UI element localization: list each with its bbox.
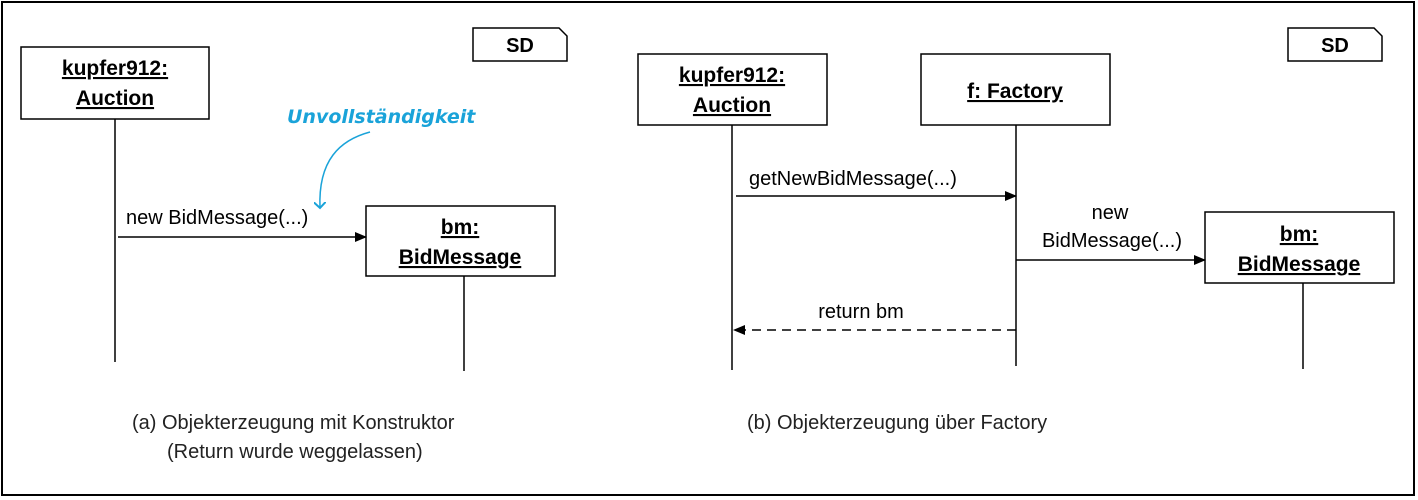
object-auction-b-name: kupfer912: [679,64,785,87]
object-bidmessage-b: bm: BidMessage [1204,211,1395,284]
sd-frame-tag-b: SD [1287,27,1383,62]
caption-a-line1: (a) Objekterzeugung mit Konstruktor [132,412,455,434]
object-bidmessage-b-class: BidMessage [1238,253,1361,276]
annotation-arrow [320,131,371,208]
sd-label-b: SD [1321,35,1349,57]
object-auction-b: kupfer912: Auction [637,53,828,126]
sd-label-a: SD [506,35,534,57]
object-auction-a: kupfer912: Auction [20,46,210,120]
diagram-a: SD kupfer912: Auction bm: BidMessage new… [20,27,568,463]
object-auction-a-name: kupfer912: [62,57,168,80]
object-bidmessage-a-class: BidMessage [399,246,522,269]
annotation-unvollstaendigkeit: Unvollständigkeit [287,106,476,128]
message-label-return-b: return bm [818,301,904,323]
message-label-new-b-line1: new [1092,202,1129,224]
message-label-getnew-b: getNewBidMessage(...) [749,168,957,190]
object-auction-b-class: Auction [693,94,771,117]
object-bidmessage-b-name: bm: [1280,223,1319,246]
message-label-new-a: new BidMessage(...) [126,207,308,229]
sd-frame-tag-a: SD [472,27,568,62]
caption-b: (b) Objekterzeugung über Factory [747,412,1047,434]
object-bidmessage-a: bm: BidMessage [365,205,556,277]
message-label-new-b-line2: BidMessage(...) [1042,230,1182,252]
diagram-b: SD kupfer912: Auction f: Factory bm: Bid… [637,27,1395,434]
caption-a-line2: (Return wurde weggelassen) [167,441,423,463]
object-bidmessage-a-name: bm: [441,216,480,239]
object-factory-b: f: Factory [920,53,1111,126]
object-factory-b-name: f: Factory [967,80,1063,103]
object-auction-a-class: Auction [76,87,154,110]
